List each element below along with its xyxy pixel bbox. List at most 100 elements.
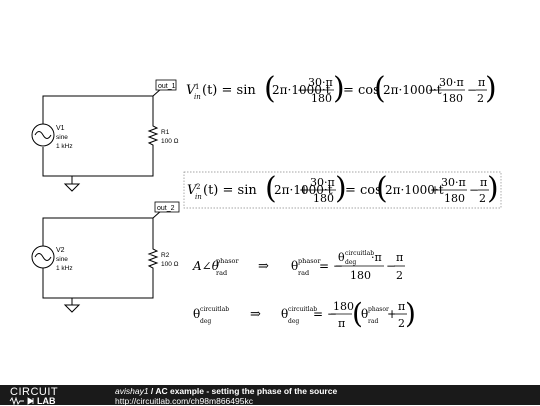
eq3-eq: = − xyxy=(319,259,343,273)
footer-user-link[interactable]: avishay1 xyxy=(115,386,149,396)
wire-bottom-2 xyxy=(42,268,154,299)
eq1-lhs-sup: 1 xyxy=(195,83,199,91)
eq4-plus: + xyxy=(387,307,397,321)
eq1-lhs-sub: in xyxy=(194,93,201,101)
eq3-lhs-sub: rad xyxy=(216,269,227,277)
net-label-out2[interactable]: out_2 xyxy=(154,201,180,213)
eq2-eq-cos: = cos xyxy=(345,183,382,198)
eq3-theta: θ xyxy=(291,259,298,273)
equation-4[interactable]: θ circuitlab deg ⇒ θ circuitlab deg = − … xyxy=(193,297,416,330)
eq3-lhs-sup: phasor xyxy=(216,257,239,265)
eq1-minus-2: − xyxy=(428,83,438,97)
resistor-r2[interactable] xyxy=(147,247,159,272)
eq2-plus: + xyxy=(299,183,309,197)
equation-3[interactable]: A∠θ phasor rad ⇒ θ phasor rad = − θ circ… xyxy=(192,250,405,282)
source-name-v1: V1 xyxy=(56,125,65,132)
logo-bottom-text: LAB xyxy=(37,396,56,405)
eq4-rparen: ) xyxy=(405,297,416,330)
resistor-r1[interactable] xyxy=(147,124,159,149)
eq4-theta-sub: deg xyxy=(200,318,211,325)
source-type-v1: sine xyxy=(56,134,68,141)
equation-1[interactable]: V 1 in (t) = sin ( 2π·1000·t − 30·π 180 … xyxy=(186,71,497,106)
footer-title-line: avishay1 / AC example - setting the phas… xyxy=(115,386,337,396)
net-label-out2-text: out_2 xyxy=(157,205,175,212)
eq4-theta-sup: circuitlab xyxy=(200,306,229,313)
eq4-den: π xyxy=(338,317,345,330)
equation-2[interactable]: V 2 in (t) = sin ( 2π·1000·t + 30·π 180 … xyxy=(183,171,502,209)
voltage-source-v1[interactable] xyxy=(31,123,55,147)
eq4-rhs-theta: θ xyxy=(281,307,288,321)
footer-title: AC example - setting the phase of the so… xyxy=(155,386,338,396)
resistor-name-r2: R2 xyxy=(161,252,170,259)
wire-bottom-1 xyxy=(42,147,154,177)
eq3-pi-num: π xyxy=(396,251,403,264)
eq1-frac-num-2: 30·π xyxy=(439,76,464,89)
ground-symbol-1 xyxy=(63,183,81,192)
ground-symbol-2 xyxy=(63,304,81,313)
eq4-pi-den: 2 xyxy=(398,317,405,330)
source-type-v2: sine xyxy=(56,256,68,263)
eq1-minus-3: − xyxy=(467,83,477,97)
eq2-lhs-sub: in xyxy=(195,193,202,201)
net-label-out1[interactable]: out_1 xyxy=(155,79,177,91)
sine-icon xyxy=(34,131,52,139)
source-freq-v2: 1 kHz xyxy=(56,265,73,272)
eq3-den: 180 xyxy=(350,269,371,282)
eq4-inner-sup: phasor xyxy=(368,306,389,313)
eq4-pi-num: π xyxy=(398,300,405,313)
resistor-value-r2: 100 Ω xyxy=(161,261,179,268)
voltage-source-v2[interactable] xyxy=(31,245,55,269)
eq3-arrow: ⇒ xyxy=(258,259,269,274)
logo-diode-icon xyxy=(27,397,34,405)
eq2-frac-den-2: 180 xyxy=(444,192,465,205)
footer-url-link[interactable]: http://circuitlab.com/ch98m866495kc xyxy=(115,395,253,406)
eq1-frac-den-2: 180 xyxy=(442,92,463,105)
eq2-rparen-1: ) xyxy=(335,171,347,206)
wire-top-1 xyxy=(42,95,154,135)
eq4-rhs-sup: circuitlab xyxy=(288,306,317,313)
eq1-lhs-v: V xyxy=(186,83,197,98)
eq1-eq-cos: = cos xyxy=(343,83,380,98)
footer-bar: CIRCUIT LAB avishay1 / AC example - sett… xyxy=(0,385,540,406)
eq2-selection-box xyxy=(183,171,502,209)
eq2-lhs-sup: 2 xyxy=(196,183,200,191)
eq2-plus-2: + xyxy=(430,183,440,197)
eq4-inner-theta: θ xyxy=(361,307,368,321)
eq3-num-sup: circuitlab xyxy=(345,250,374,257)
source-name-v2: V2 xyxy=(56,247,65,254)
eq3-theta-sub: rad xyxy=(298,269,309,277)
eq4-arrow: ⇒ xyxy=(250,307,261,322)
eq2-t-sin: (t) = sin xyxy=(203,183,257,198)
source-freq-v1: 1 kHz xyxy=(56,143,73,150)
eq4-inner-sub: rad xyxy=(368,318,378,325)
sine-icon xyxy=(34,253,52,261)
eq2-frac-num: 30·π xyxy=(310,176,335,189)
eq2-lparen-1: ( xyxy=(265,171,277,206)
eq2-rparen-2: ) xyxy=(487,171,499,206)
eq3-num-sub: deg xyxy=(345,259,356,266)
eq1-t-sin: (t) = sin xyxy=(202,83,256,98)
circuitlab-logo[interactable]: CIRCUIT LAB xyxy=(8,385,98,405)
eq2-minus: − xyxy=(469,183,479,197)
eq2-pi-expr: 2π·1000·t xyxy=(274,183,333,197)
logo-top-text: CIRCUIT xyxy=(10,386,58,398)
net-label-out1-text: out_1 xyxy=(158,83,176,90)
eq3-num-rest: ·π xyxy=(371,251,382,264)
eq1-pi-expr-2: 2π·1000·t xyxy=(383,83,442,97)
eq4-rhs-sub: deg xyxy=(288,318,299,325)
wire-top-2 xyxy=(42,217,154,257)
eq1-pi-expr: 2π·1000·t xyxy=(272,83,331,97)
eq3-pi-den: 2 xyxy=(396,269,403,282)
eq4-lparen: ( xyxy=(352,297,363,330)
eq1-frac-den-3: 2 xyxy=(477,92,484,105)
eq1-minus: − xyxy=(297,83,307,97)
logo-wave-icon xyxy=(9,396,24,405)
eq2-frac-den: 180 xyxy=(313,192,334,205)
eq2-pi-expr-2: 2π·1000·t xyxy=(385,183,444,197)
eq2-lhs-v: V xyxy=(187,183,198,198)
footer-separator: / xyxy=(148,386,156,396)
eq3-num-theta: θ xyxy=(338,251,345,264)
eq3-minus: − xyxy=(386,259,396,273)
eq1-frac-den: 180 xyxy=(311,92,332,105)
eq1-frac-num: 30·π xyxy=(308,76,333,89)
